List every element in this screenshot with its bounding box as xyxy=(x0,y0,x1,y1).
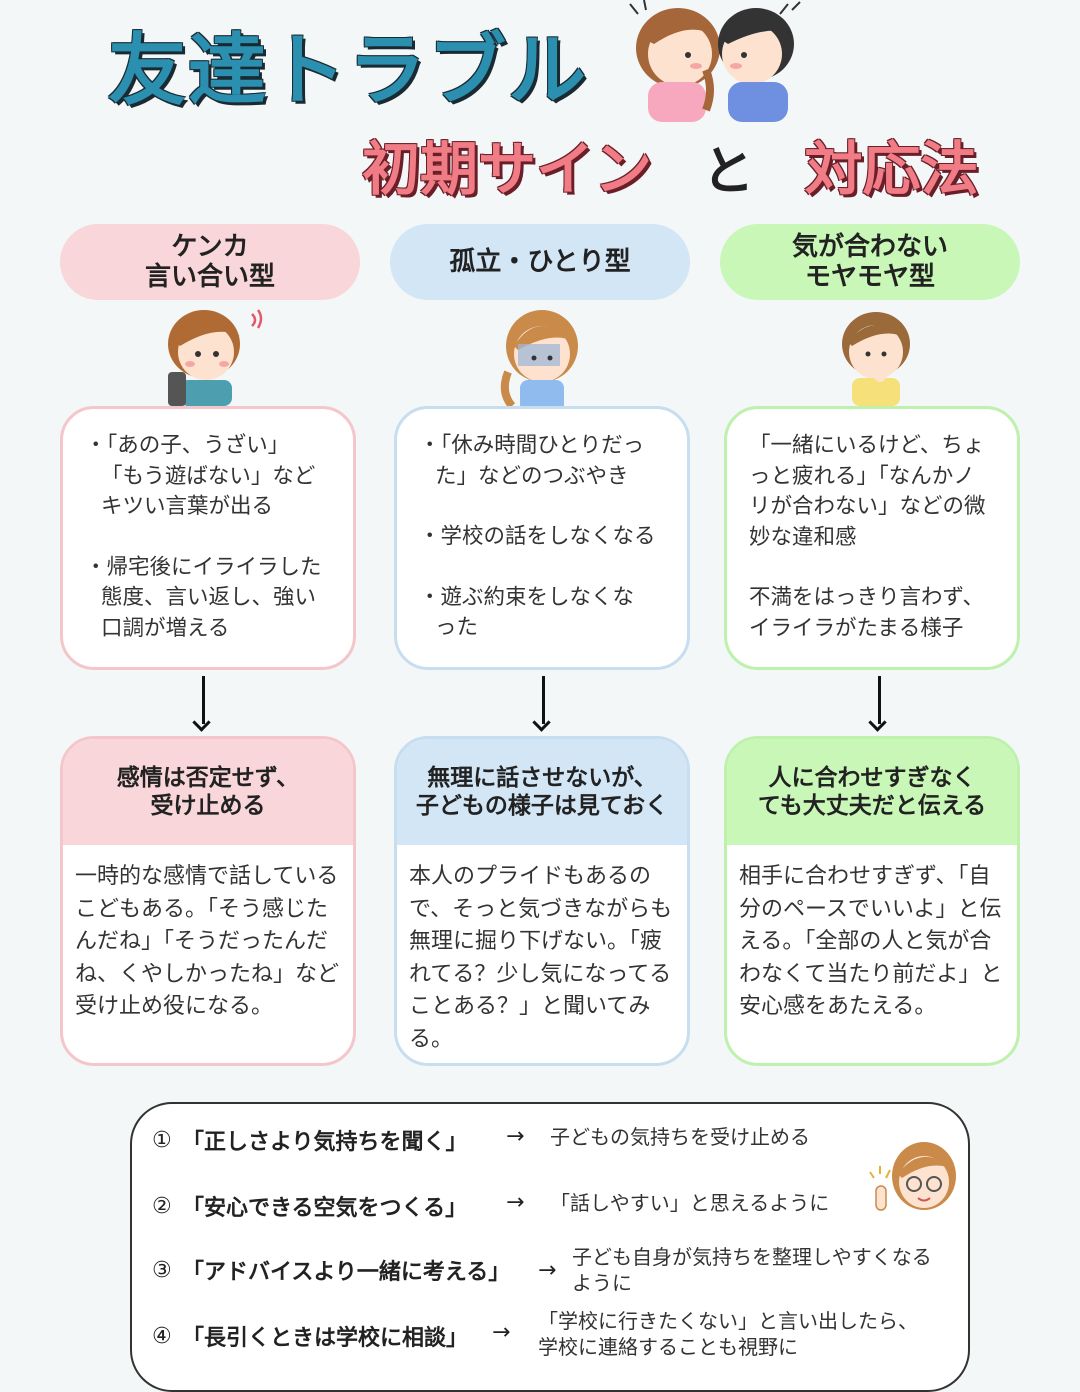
response-box-isolated: 無理に話させないが、 子どもの様子は見ておく 本人のプライドもあるので、そっと気… xyxy=(394,736,690,1066)
mismatch-child-illustration xyxy=(842,312,910,406)
subtitle-early-signs: 初期サイン xyxy=(362,135,653,203)
signs-box-quarrel: ・「あの子、うざい」 「もう遊ばない」など キツい言葉が出る ・帰宅後にイライラ… xyxy=(60,406,356,670)
sign-item: 「一緒にいるけど、ちょっと疲れる」「なんかノリが合わない」などの微妙な違和感 xyxy=(749,433,986,550)
right-arrow-icon: → xyxy=(506,1190,525,1215)
pointing-woman-illustration xyxy=(869,1142,956,1211)
signs-box-isolated: ・「休み時間ひとりだった」などのつぶやき ・学校の話をしなくなる ・遊ぶ約束をし… xyxy=(394,406,690,670)
response-body: 本人のプライドもあるので、そっと気づきながらも無理に掘り下げない。「疲れてる？少… xyxy=(409,864,673,1052)
tip-row: ④ 「長引くときは学校に相談」 xyxy=(152,1320,468,1352)
tip-description: 「学校に行きたくない」と言い出したら、学校に連絡することも視野に xyxy=(538,1309,918,1359)
sign-item: ・遊ぶ約束をしなくなった xyxy=(419,584,635,641)
subtitle-and: と xyxy=(702,142,755,202)
tip-description: 子どもの気持ちを受け止める xyxy=(550,1125,810,1149)
category-mismatch: 気が合わない モヤモヤ型 xyxy=(720,224,1020,300)
right-arrow-icon: → xyxy=(538,1258,557,1283)
down-arrow-icon xyxy=(868,676,890,732)
category-quarrel: ケンカ 言い合い型 xyxy=(60,224,360,300)
tip-row: ③ 「アドバイスより一緒に考える」 xyxy=(152,1254,510,1286)
response-body: 一時的な感情で話しているこどもある。「そう感じたんだね」「そうだったんだね、くや… xyxy=(75,864,340,1019)
tip-row: ② 「安心できる空気をつくる」 xyxy=(152,1190,467,1222)
tip-number: ④ xyxy=(152,1323,172,1349)
down-arrow-icon xyxy=(532,676,554,732)
quarrel-child-illustration xyxy=(168,309,263,406)
tip-label: 「安心できる空気をつくる」 xyxy=(182,1196,468,1221)
response-title: 無理に話させないが、 子どもの様子は見ておく xyxy=(397,739,687,845)
response-box-mismatch: 人に合わせすぎなく ても大丈夫だと伝える 相手に合わせすぎず、「自分のペースでい… xyxy=(724,736,1020,1066)
right-arrow-icon: → xyxy=(506,1124,525,1149)
subtitle-responses: 対応法 xyxy=(804,135,979,203)
subtitle: 初期サイン と 対応法 xyxy=(362,122,978,206)
down-arrow-icon xyxy=(192,676,214,732)
tip-label: 「アドバイスより一緒に考える」 xyxy=(182,1260,511,1285)
sign-item: ・帰宅後にイライラした 態度、言い返し、強い 口調が増える xyxy=(85,554,322,641)
sign-item: ・「休み時間ひとりだった」などのつぶやき xyxy=(419,433,645,489)
sign-item: ・「あの子、うざい」 「もう遊ばない」など キツい言葉が出る xyxy=(85,433,316,519)
page-title: 友達トラブル xyxy=(108,26,589,116)
tip-number: ① xyxy=(152,1127,172,1153)
response-title: 感情は否定せず、 受け止める xyxy=(63,739,353,845)
tip-description: 「話しやすい」と思えるように xyxy=(550,1191,830,1215)
tip-label: 「長引くときは学校に相談」 xyxy=(182,1326,469,1351)
category-isolated: 孤立・ひとり型 xyxy=(390,224,690,300)
sign-item: ・学校の話をしなくなる xyxy=(419,524,656,549)
response-title: 人に合わせすぎなく ても大丈夫だと伝える xyxy=(727,739,1017,845)
signs-box-mismatch: 「一緒にいるけど、ちょっと疲れる」「なんかノリが合わない」などの微妙な違和感 不… xyxy=(724,406,1020,670)
arguing-kids-illustration xyxy=(629,0,801,122)
sign-item: 不満をはっきり言わず、イライラがたまる様子 xyxy=(749,585,984,641)
tips-summary-box: ① 「正しさより気持ちを聞く」 → 子どもの気持ちを受け止める ② 「安心できる… xyxy=(130,1102,970,1392)
response-body: 相手に合わせすぎず、「自分のペースでいいよ」と伝える。「全部の人と気が合わなくて… xyxy=(739,864,1003,1019)
tip-number: ③ xyxy=(152,1257,172,1283)
isolated-child-illustration xyxy=(500,310,578,412)
right-arrow-icon: → xyxy=(492,1320,511,1345)
tip-row: ① 「正しさより気持ちを聞く」 xyxy=(152,1124,468,1156)
tip-description: 子ども自身が気持ちを整理しやすくなるように xyxy=(572,1245,932,1295)
tip-label: 「正しさより気持ちを聞く」 xyxy=(182,1130,468,1155)
response-box-quarrel: 感情は否定せず、 受け止める 一時的な感情で話しているこどもある。「そう感じたん… xyxy=(60,736,356,1066)
tip-number: ② xyxy=(152,1193,172,1219)
